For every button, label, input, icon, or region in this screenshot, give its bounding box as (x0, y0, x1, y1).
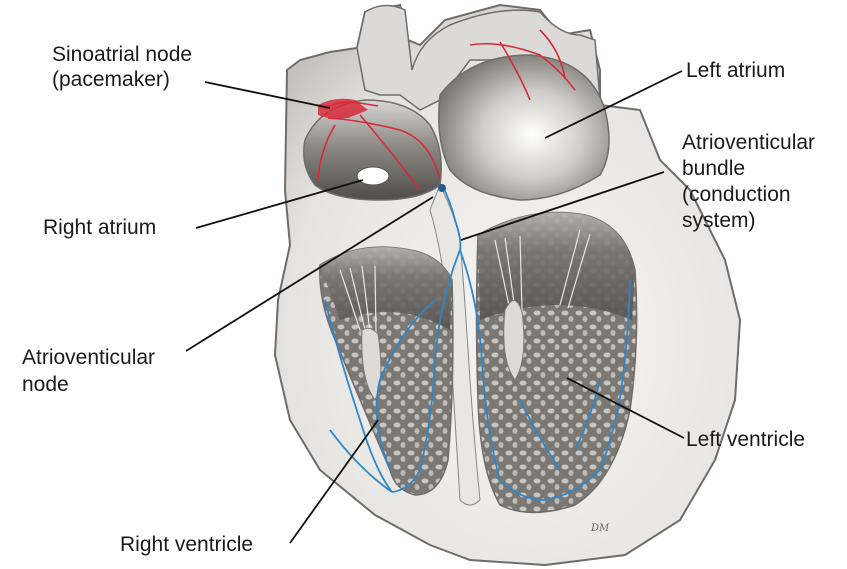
label-right-atrium: Right atrium (43, 215, 156, 240)
label-av-node-line2: node (22, 371, 155, 398)
leader-right-atrium (196, 180, 363, 228)
leader-av-bundle (461, 172, 664, 240)
leader-sa-node (205, 82, 330, 108)
label-right-ventricle-text: Right ventricle (120, 532, 253, 557)
leader-left-ventricle (567, 378, 684, 438)
label-av-bundle-line2: bundle (682, 156, 815, 182)
label-sa-node: Sinoatrial node (pacemaker) (52, 42, 192, 92)
label-sa-node-line1: Sinoatrial node (52, 42, 192, 67)
label-sa-node-line2: (pacemaker) (52, 67, 192, 92)
label-av-bundle-line4: system) (682, 208, 815, 234)
leader-right-ventricle (290, 420, 378, 543)
label-right-atrium-text: Right atrium (43, 215, 156, 240)
label-av-bundle-line3: (conduction (682, 182, 815, 208)
label-av-bundle-line1: Atrioventicular (682, 130, 815, 156)
label-av-bundle: Atrioventicular bundle (conduction syste… (682, 130, 815, 234)
label-av-node-line1: Atrioventicular (22, 344, 155, 371)
label-av-node: Atrioventicular node (22, 344, 155, 398)
label-left-ventricle-text: Left ventricle (686, 427, 805, 452)
leader-left-atrium (545, 71, 682, 138)
label-left-atrium: Left atrium (686, 58, 785, 83)
label-left-atrium-text: Left atrium (686, 58, 785, 83)
label-right-ventricle: Right ventricle (120, 532, 253, 557)
label-left-ventricle: Left ventricle (686, 427, 805, 452)
artist-initials: DM (591, 523, 609, 534)
